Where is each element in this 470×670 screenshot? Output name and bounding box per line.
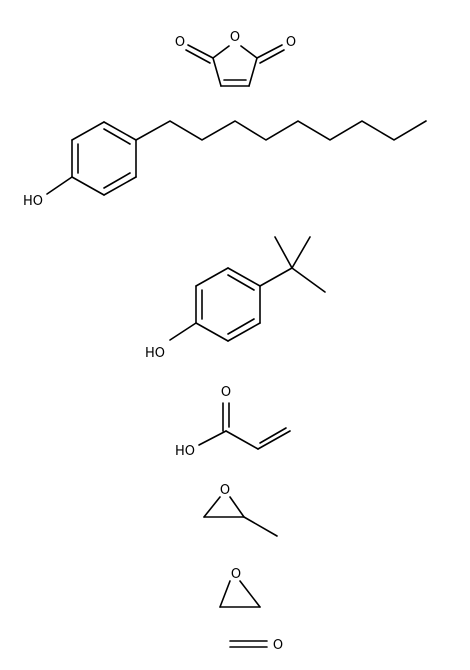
bond xyxy=(212,57,222,87)
bond xyxy=(248,57,258,87)
bond xyxy=(103,121,137,141)
4-tert-butylphenol: HO xyxy=(145,236,326,361)
bond xyxy=(239,580,261,608)
bond xyxy=(229,496,245,518)
maleic-anhydride: O O O xyxy=(175,30,296,87)
bond xyxy=(195,322,229,342)
4-nonylphenol: HO xyxy=(23,120,427,209)
bond xyxy=(212,45,230,59)
bond xyxy=(187,44,214,59)
propylene-oxide: O xyxy=(203,483,278,537)
bond xyxy=(103,176,137,196)
bond xyxy=(291,267,326,293)
hydroxyl-label: HO xyxy=(175,444,195,459)
bond xyxy=(71,176,105,196)
carbonyl-oxygen-label: O xyxy=(286,35,296,50)
bond xyxy=(203,496,221,518)
bond xyxy=(169,322,197,341)
bond xyxy=(103,128,131,145)
ring-oxygen-label: O xyxy=(231,567,241,582)
acrylic-acid: O HO xyxy=(175,385,291,459)
carbonyl-oxygen-label: O xyxy=(221,385,231,400)
bond xyxy=(257,430,291,450)
hydroxyl-label: HO xyxy=(23,194,43,209)
bond xyxy=(225,430,259,450)
bond xyxy=(243,516,278,537)
bond xyxy=(259,49,285,64)
bond xyxy=(195,267,229,287)
bond xyxy=(219,580,231,608)
bond xyxy=(227,318,255,335)
bond xyxy=(227,267,261,287)
bond xyxy=(46,176,73,195)
bond xyxy=(198,430,227,446)
carbonyl-oxygen-label: O xyxy=(175,35,185,50)
bond xyxy=(291,236,311,269)
bond xyxy=(103,172,131,189)
bond xyxy=(227,322,261,342)
bond xyxy=(240,45,258,59)
bond xyxy=(227,274,255,291)
bond xyxy=(185,49,211,64)
formaldehyde: O xyxy=(229,638,283,653)
bond xyxy=(274,236,293,269)
hydroxyl-label: HO xyxy=(145,346,165,361)
ethylene-oxide: O xyxy=(219,567,261,608)
bond xyxy=(256,44,283,59)
bond xyxy=(71,121,105,141)
nonyl-chain xyxy=(135,120,427,141)
carbonyl-oxygen-label: O xyxy=(273,638,283,653)
ring-oxygen-label: O xyxy=(220,483,230,498)
ring-oxygen-label: O xyxy=(230,30,240,45)
bond xyxy=(259,267,293,287)
bond xyxy=(259,427,287,444)
